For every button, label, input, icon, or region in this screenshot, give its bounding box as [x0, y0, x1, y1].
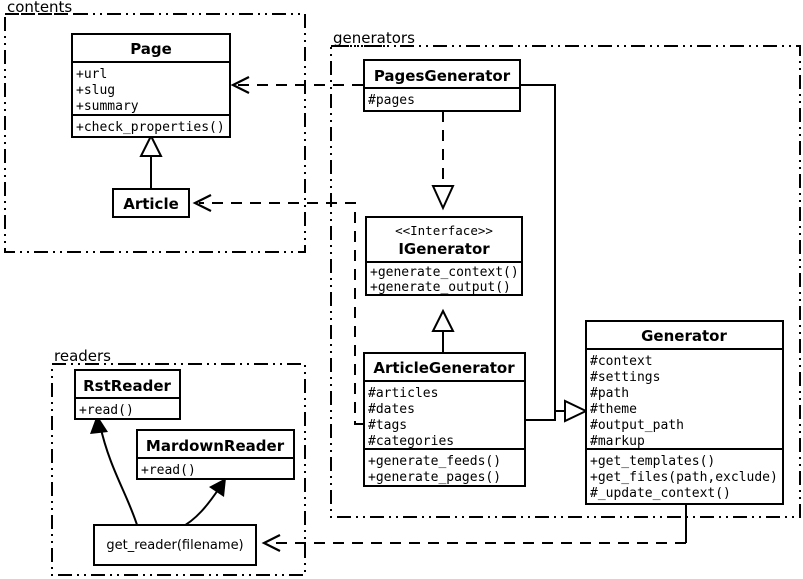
class-generator-attribute: #output_path: [590, 418, 684, 433]
class-generator-box[interactable]: [585, 320, 784, 505]
edge-pagesgenerator-depends-page: [230, 76, 363, 94]
class-pagesgenerator-box[interactable]: [363, 59, 521, 112]
class-articlegenerator-method: +generate_pages(): [368, 470, 501, 485]
class-rstreader[interactable]: RstReader +read(): [74, 369, 181, 420]
class-getreader[interactable]: get_reader(filename): [93, 524, 257, 566]
edge-generator-depends-getreader: [261, 504, 687, 552]
class-generator-method: #_update_context(): [590, 486, 731, 501]
class-igenerator-method: +generate_output(): [370, 280, 511, 295]
class-generator-method: +get_templates(): [590, 454, 715, 469]
class-mardownreader-title: MardownReader: [146, 437, 285, 455]
edge-article-inherits-page: [139, 133, 163, 190]
class-page-title: Page: [130, 40, 172, 58]
class-page-attribute: +slug: [76, 83, 115, 98]
class-generator-attribute: #markup: [590, 434, 645, 449]
class-igenerator-method: +generate_context(): [370, 265, 519, 280]
class-article[interactable]: Article: [112, 188, 190, 218]
class-article-box[interactable]: [112, 188, 190, 218]
class-generator[interactable]: Generator #context #settings #path #them…: [585, 320, 784, 505]
class-articlegenerator-attribute: #tags: [368, 418, 407, 433]
class-articlegenerator-method: +generate_feeds(): [368, 454, 501, 469]
class-pagesgenerator-attribute: #pages: [368, 93, 415, 108]
class-getreader-box[interactable]: [93, 524, 257, 566]
edge-articlegenerator-depends-article: [192, 194, 363, 425]
class-articlegenerator-attribute: #articles: [368, 386, 438, 401]
package-contents-border: [4, 13, 306, 253]
class-generator-attribute: #context: [590, 354, 653, 369]
edge-pagesgenerator-realizes-igenerator: [431, 111, 455, 211]
class-igenerator-box[interactable]: [365, 216, 523, 296]
package-contents: contents: [4, 0, 306, 253]
class-generator-attribute: #theme: [590, 402, 637, 417]
class-articlegenerator-attribute: #dates: [368, 402, 415, 417]
class-generator-title: Generator: [641, 327, 727, 345]
class-articlegenerator-box[interactable]: [363, 352, 526, 487]
package-contents-label: contents: [7, 0, 72, 16]
edge-getreader-creates-mardownreader: [179, 478, 226, 529]
class-pagesgenerator-title: PagesGenerator: [374, 67, 511, 85]
package-readers-label: readers: [54, 347, 111, 365]
class-generator-attribute: #path: [590, 386, 629, 401]
edge-articlegenerator-inherits-igenerator: [431, 308, 455, 355]
class-rstreader-box[interactable]: [74, 369, 181, 420]
package-generators-border: [330, 45, 801, 518]
edge-articlegenerator-inherits-generator: [525, 399, 589, 423]
edge-getreader-creates-rstreader: [90, 415, 139, 529]
class-igenerator-title: IGenerator: [398, 240, 490, 258]
class-mardownreader[interactable]: MardownReader +read(): [136, 429, 295, 480]
class-igenerator[interactable]: <<Interface>> IGenerator +generate_conte…: [365, 216, 523, 296]
class-articlegenerator-attribute: #categories: [368, 434, 454, 449]
class-page-box[interactable]: [71, 33, 231, 138]
package-generators-label: generators: [333, 29, 415, 47]
class-generator-method: +get_files(path,exclude): [590, 470, 778, 485]
class-page-attribute: +url: [76, 67, 107, 82]
class-page-attribute: +summary: [76, 99, 139, 114]
edge-pagesgenerator-inherits-generator: [520, 84, 565, 412]
class-rstreader-title: RstReader: [83, 377, 171, 395]
class-rstreader-method: +read(): [79, 403, 134, 418]
class-page[interactable]: Page +url +slug +summary +check_properti…: [71, 33, 231, 138]
class-getreader-title: get_reader(filename): [106, 538, 243, 553]
class-mardownreader-box[interactable]: [136, 429, 295, 480]
class-articlegenerator[interactable]: ArticleGenerator #articles #dates #tags …: [363, 352, 526, 487]
class-igenerator-stereotype: <<Interface>>: [395, 223, 493, 238]
class-generator-attribute: #settings: [590, 370, 660, 385]
class-articlegenerator-title: ArticleGenerator: [373, 359, 515, 377]
class-article-title: Article: [123, 195, 179, 213]
class-page-method: +check_properties(): [76, 120, 225, 135]
package-readers-border: [51, 363, 306, 576]
package-generators: generators: [330, 29, 801, 518]
class-mardownreader-method: +read(): [141, 463, 196, 478]
package-readers: readers: [51, 347, 306, 576]
class-pagesgenerator[interactable]: PagesGenerator #pages: [363, 59, 521, 112]
